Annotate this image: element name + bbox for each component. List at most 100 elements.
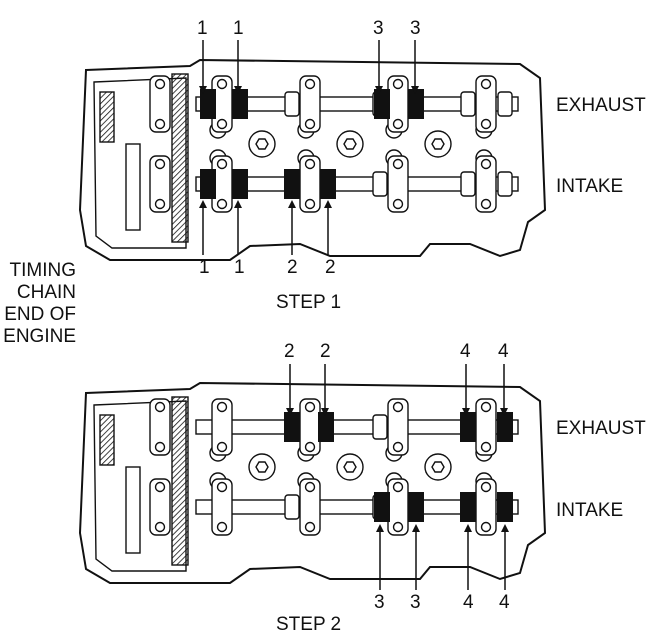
step1-top-number: 1 (197, 18, 208, 39)
step2-loosen-cap (460, 412, 476, 442)
step2-plug-well (336, 453, 364, 481)
bearing-cap (387, 155, 409, 213)
step2-bottom-number: 4 (463, 592, 474, 613)
step1-gear (99, 91, 115, 143)
step1-cam-lobe (284, 91, 300, 117)
cap-bolt (154, 198, 166, 210)
step1-loosen-cap (408, 89, 424, 119)
step1-bottom-number: 2 (287, 257, 298, 278)
bearing-cap (211, 478, 233, 536)
step2-top-number: 2 (284, 341, 295, 362)
step1-loosen-cap (232, 169, 248, 199)
cap-bolt (216, 198, 228, 210)
step2-bottom-number: 3 (374, 592, 385, 613)
step2-plug-well (424, 453, 452, 481)
bearing-cap (475, 75, 497, 133)
cap-bolt (392, 118, 404, 130)
step2-top-number: 2 (320, 341, 331, 362)
step1-cam-lobe (372, 171, 388, 197)
step1-plug-hex (255, 138, 269, 150)
bearing-cap (299, 75, 321, 133)
step1-exhaust-camshaft (195, 96, 519, 112)
cap-bolt (216, 401, 228, 413)
bearing-cap (475, 155, 497, 213)
note-line-1: TIMING (9, 260, 77, 281)
step2-bottom-number: 4 (499, 592, 510, 613)
cap-bolt (304, 521, 316, 533)
cap-bolt (154, 118, 166, 130)
step1-top-number: 3 (373, 18, 384, 39)
cap-bolt (154, 481, 166, 493)
bearing-cap (299, 478, 321, 536)
timing-chain-note: TIMING CHAIN END OF ENGINE (0, 260, 76, 348)
cap-bolt (216, 521, 228, 533)
step1-loosen-cap (374, 89, 390, 119)
bearing-cap (387, 398, 409, 456)
cap-bolt (216, 158, 228, 170)
step2-intake-label: INTAKE (556, 500, 624, 521)
step2-loosen-cap (497, 492, 513, 522)
step2-exhaust-camshaft (195, 419, 519, 435)
step1-cam-lobe (497, 91, 513, 117)
step2-plug-hex (255, 461, 269, 473)
step1-plug-well (248, 130, 276, 158)
step2-plug-well (248, 453, 276, 481)
step2-sprocket (171, 396, 189, 566)
step2-cam-lobe (284, 494, 300, 520)
step2-title: STEP 2 (276, 614, 342, 635)
cap-bolt (304, 118, 316, 130)
cap-bolt (480, 401, 492, 413)
step1-top-number: 3 (410, 18, 421, 39)
cap-bolt (392, 521, 404, 533)
step1-loosen-cap (320, 169, 336, 199)
note-line-4: ENGINE (3, 326, 76, 347)
step2-chain-cover (93, 400, 187, 572)
step1-head-outline (78, 58, 547, 261)
step1-bottom-number: 2 (325, 257, 336, 278)
cap-bolt (480, 78, 492, 90)
step1-sprocket (171, 73, 189, 243)
step2-gear (99, 414, 115, 466)
step1-top-number: 1 (233, 18, 244, 39)
bearing-cap (149, 398, 171, 456)
step2-plug-hex (431, 461, 445, 473)
cap-bolt (392, 78, 404, 90)
cap-bolt (480, 481, 492, 493)
bearing-cap (149, 75, 171, 133)
cap-bolt (304, 198, 316, 210)
step1-bottom-number: 1 (234, 257, 245, 278)
cap-bolt (216, 441, 228, 453)
note-line-2: CHAIN (16, 282, 76, 303)
step2-cam-lobe (372, 414, 388, 440)
cap-bolt (304, 158, 316, 170)
step1-plug-hex (343, 138, 357, 150)
cap-bolt (392, 198, 404, 210)
step2-top-number: 4 (498, 341, 509, 362)
step1-loosen-cap (232, 89, 248, 119)
step1-loosen-cap (200, 89, 216, 119)
step2-plug-hex (343, 461, 357, 473)
note-line-3: END OF (4, 304, 76, 325)
step2-loosen-cap (408, 492, 424, 522)
cap-bolt (392, 158, 404, 170)
step1-plug-well (424, 130, 452, 158)
step1-plug-hex (431, 138, 445, 150)
step2-head-outline (78, 381, 547, 584)
step2-guide (125, 466, 141, 554)
step1-intake-label: INTAKE (556, 176, 624, 197)
cap-bolt (480, 118, 492, 130)
cap-bolt (480, 521, 492, 533)
bearing-cap (211, 398, 233, 456)
cap-bolt (304, 481, 316, 493)
step1-loosen-cap (284, 169, 300, 199)
step2-loosen-cap (318, 412, 334, 442)
cap-bolt (216, 118, 228, 130)
cap-bolt (154, 78, 166, 90)
step2-top-number: 4 (460, 341, 471, 362)
cap-bolt (392, 441, 404, 453)
step2-cylinder-head (78, 381, 547, 584)
cap-bolt (154, 521, 166, 533)
step2-loosen-cap (460, 492, 476, 522)
